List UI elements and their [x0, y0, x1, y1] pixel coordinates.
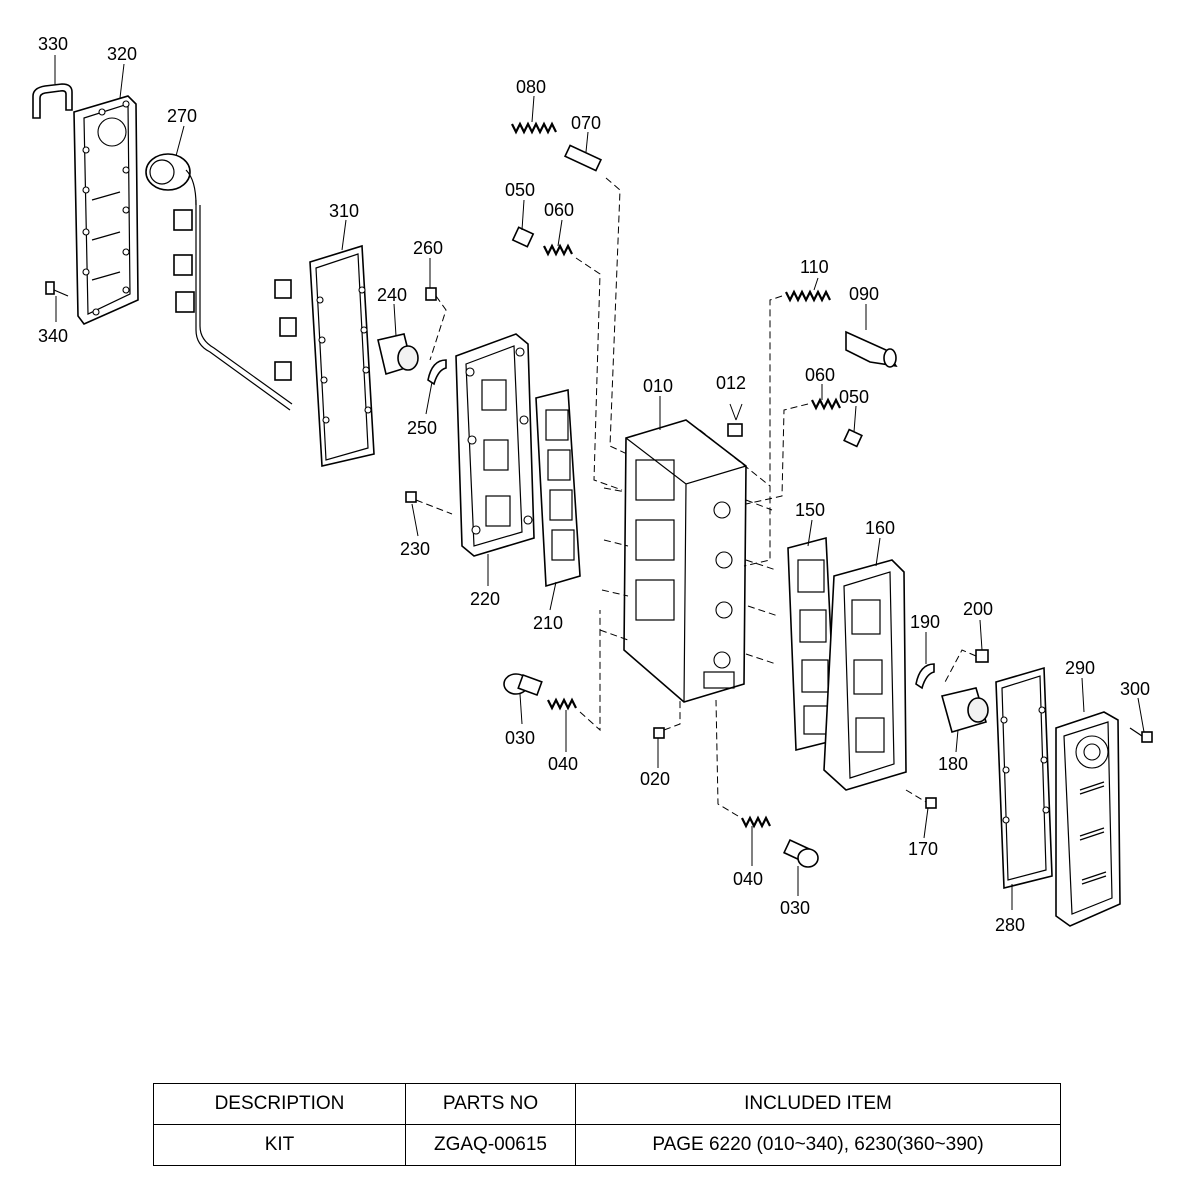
- part-070-valve: [563, 144, 641, 461]
- part-012-plug: [727, 403, 743, 437]
- callout-150: 150: [795, 500, 825, 520]
- callout-040-lower: 040: [733, 869, 763, 889]
- callout-180: 180: [938, 754, 968, 774]
- part-210-gasket: [535, 388, 581, 588]
- callout-030: 030: [505, 728, 535, 748]
- callout-050: 050: [505, 180, 535, 200]
- cell-parts-no: ZGAQ-00615: [405, 1124, 576, 1166]
- callout-040: 040: [548, 754, 578, 774]
- part-270-wiring-harness: [145, 153, 297, 411]
- part-110-spring: [743, 289, 831, 567]
- callout-080: 080: [516, 77, 546, 97]
- callout-320: 320: [107, 44, 137, 64]
- callout-340: 340: [38, 326, 68, 346]
- callout-200: 200: [963, 599, 993, 619]
- callout-310: 310: [329, 201, 359, 221]
- assembly-guide-lines: [599, 429, 779, 665]
- header-included-item: INCLUDED ITEM: [575, 1083, 1061, 1125]
- header-parts-no: PARTS NO: [405, 1083, 576, 1125]
- part-190-clip: [915, 663, 935, 690]
- callout-110: 110: [800, 257, 829, 277]
- kit-parts-table: DESCRIPTION PARTS NO INCLUDED ITEM KIT Z…: [153, 1083, 1061, 1166]
- callout-leaders: [54, 55, 1145, 910]
- part-330-clip: [32, 83, 73, 119]
- callout-012: 012: [716, 373, 746, 393]
- callout-290: 290: [1065, 658, 1095, 678]
- callout-170: 170: [908, 839, 938, 859]
- callout-030-lower: 030: [780, 898, 810, 918]
- callout-220: 220: [470, 589, 500, 609]
- part-170-bolt: [905, 789, 937, 809]
- callout-070: 070: [571, 113, 601, 133]
- part-230-bolt: [405, 491, 453, 515]
- part-040-spring-left: [547, 610, 601, 732]
- part-030-plug-left: [503, 673, 543, 697]
- callout-060: 060: [544, 200, 574, 220]
- part-050-plug-right: [843, 428, 863, 448]
- callout-250: 250: [407, 418, 437, 438]
- part-050-plug: [511, 226, 535, 248]
- callout-010: 010: [643, 376, 673, 396]
- part-340-bolt: [45, 281, 69, 297]
- part-160-valve-body: [823, 559, 907, 791]
- part-300-bolt: [1129, 727, 1153, 743]
- exploded-parts-diagram: 330 320 270 340 310 260 240 250 230 220 …: [32, 34, 1153, 935]
- callout-270: 270: [167, 106, 197, 126]
- callout-160: 160: [865, 518, 895, 538]
- part-020-plug: [653, 700, 681, 739]
- table-header-row: DESCRIPTION PARTS NO INCLUDED ITEM: [153, 1083, 1061, 1125]
- part-250-clip: [427, 359, 447, 386]
- part-260-plug: [425, 287, 447, 361]
- part-180-solenoid: [941, 687, 989, 733]
- callout-300: 300: [1120, 679, 1150, 699]
- callout-090: 090: [849, 284, 879, 304]
- callout-260: 260: [413, 238, 443, 258]
- callout-labels: 330 320 270 340 310 260 240 250 230 220 …: [38, 34, 1150, 935]
- callout-330: 330: [38, 34, 68, 54]
- cell-included-item: PAGE 6220 (010~340), 6230(360~390): [575, 1124, 1061, 1166]
- part-290-end-cover: [1055, 711, 1121, 927]
- part-090-valve: [845, 330, 898, 368]
- callout-060-right: 060: [805, 365, 835, 385]
- part-240-solenoid: [377, 333, 419, 376]
- part-030-plug-right: [783, 838, 819, 868]
- callout-230: 230: [400, 539, 430, 559]
- part-310-gasket: [309, 244, 375, 467]
- cell-description: KIT: [153, 1124, 406, 1166]
- part-060-spring-right: [745, 397, 841, 505]
- callout-210: 210: [533, 613, 563, 633]
- part-220-valve-body: [455, 333, 535, 557]
- callout-190: 190: [910, 612, 940, 632]
- part-010-main-valve-body: [623, 419, 747, 703]
- part-080-spring: [511, 121, 557, 135]
- part-040-spring-right: [715, 699, 771, 829]
- callout-050-right: 050: [839, 387, 869, 407]
- callout-020: 020: [640, 769, 670, 789]
- callout-280: 280: [995, 915, 1025, 935]
- header-description: DESCRIPTION: [153, 1083, 406, 1125]
- part-320-end-cover: [73, 95, 139, 325]
- part-200-plug: [943, 649, 989, 685]
- part-280-gasket: [995, 666, 1053, 890]
- part-060-spring: [543, 243, 623, 491]
- table-row: KIT ZGAQ-00615 PAGE 6220 (010~340), 6230…: [153, 1124, 1061, 1166]
- callout-240: 240: [377, 285, 407, 305]
